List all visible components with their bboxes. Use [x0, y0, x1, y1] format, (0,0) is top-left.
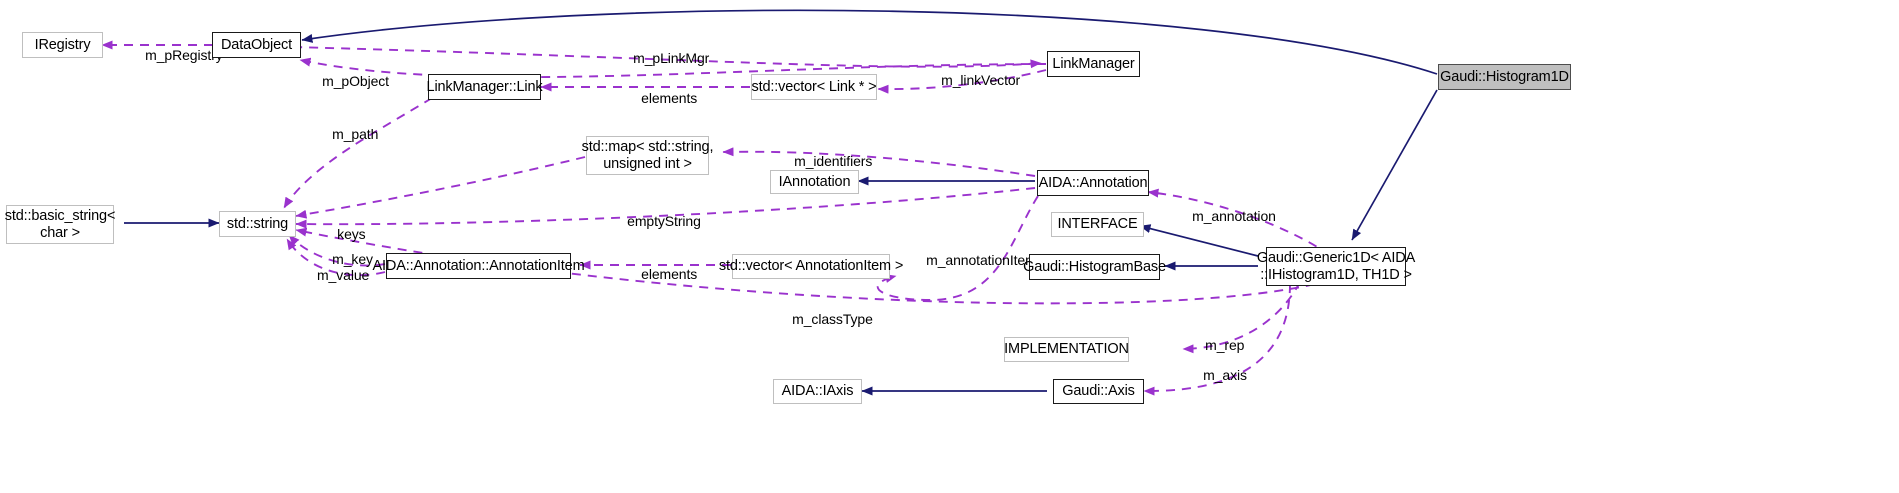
node-map-string-uint[interactable]: std::map< std::string, unsigned int > — [582, 136, 714, 175]
edge-label-text: m_identifiers — [794, 153, 873, 170]
node-label: std::vector< Link * > — [751, 78, 877, 95]
node-label: IMPLEMENTATION — [1004, 341, 1129, 358]
node-gaudi-generic1d[interactable]: Gaudi::Generic1D< AIDA ::IHistogram1D, T… — [1257, 247, 1415, 286]
edge-label-m-key-m-value: m_key m_value — [317, 235, 373, 299]
node-label: AIDA::IAxis — [781, 383, 854, 400]
node-label: Gaudi::Axis — [1062, 383, 1135, 400]
node-label: LinkManager — [1052, 55, 1135, 72]
edge-label-text: m_pObject — [322, 73, 389, 90]
node-std-basic-string[interactable]: std::basic_string< char > — [4, 205, 116, 244]
node-aida-iaxis[interactable]: AIDA::IAxis — [773, 379, 862, 404]
node-linkmanager[interactable]: LinkManager — [1047, 51, 1140, 77]
node-label: Gaudi::Generic1D< AIDA ::IHistogram1D, T… — [1256, 250, 1416, 283]
node-label: Gaudi::HistogramBase — [1023, 258, 1166, 275]
edge-label-text: m_pRegistry — [145, 47, 223, 64]
node-interface[interactable]: INTERFACE — [1051, 212, 1144, 237]
node-label: IAnnotation — [778, 173, 851, 190]
edge-label-text: m_annotation — [1192, 208, 1276, 225]
node-implementation[interactable]: IMPLEMENTATION — [1004, 337, 1129, 362]
edge-label-m-linkvector: m_linkVector — [926, 56, 1020, 104]
edge-label-elements-annotationitem: elements — [626, 250, 697, 298]
node-iregistry[interactable]: IRegistry — [22, 32, 103, 58]
edge-label-text: emptyString — [627, 213, 701, 230]
edge-label-text: m_classType — [792, 311, 873, 328]
edge-label-elements-link: elements — [626, 74, 697, 122]
node-vector-link-ptr[interactable]: std::vector< Link * > — [751, 74, 877, 100]
edge-label-m-classtype: m_classType — [777, 295, 873, 343]
node-linkmanager-link[interactable]: LinkManager::Link — [426, 74, 543, 100]
edge-label-text: m_key m_value — [317, 251, 373, 284]
node-vector-annotationitem[interactable]: std::vector< AnnotationItem > — [719, 254, 903, 279]
edge-label-text: m_pLinkMgr — [633, 50, 710, 67]
node-label: AIDA::Annotation::AnnotationItem — [372, 257, 585, 274]
edge-label-m-annotation: m_annotation — [1177, 192, 1276, 240]
edge-label-m-axis: m_axis — [1188, 351, 1247, 399]
node-iannotation[interactable]: IAnnotation — [770, 170, 859, 194]
node-label: Gaudi::Histogram1D — [1440, 68, 1569, 85]
edge-label-text: m_linkVector — [941, 72, 1021, 89]
node-gaudi-histogrambase[interactable]: Gaudi::HistogramBase — [1023, 254, 1166, 280]
node-label: DataObject — [220, 36, 293, 53]
edge-label-emptystring: emptyString — [612, 197, 701, 245]
node-dataobject[interactable]: DataObject — [212, 32, 301, 58]
edge-label-text: m_path — [332, 126, 379, 143]
edge-label-m-pregistry: m_pRegistry — [130, 31, 223, 79]
node-label: IRegistry — [34, 36, 91, 53]
node-label: std::string — [226, 215, 289, 232]
node-label: LinkManager::Link — [426, 78, 543, 95]
edge-label-m-pobject: m_pObject — [307, 57, 389, 105]
node-label: std::basic_string< char > — [4, 208, 116, 241]
node-label: std::vector< AnnotationItem > — [718, 258, 904, 275]
edge-label-text: m_axis — [1203, 367, 1247, 384]
node-label: AIDA::Annotation — [1038, 174, 1148, 191]
node-gaudi-axis[interactable]: Gaudi::Axis — [1053, 379, 1144, 404]
edge-label-text: elements — [641, 90, 698, 107]
node-label: std::map< std::string, unsigned int > — [581, 139, 714, 172]
node-std-string[interactable]: std::string — [219, 211, 296, 237]
node-label: INTERFACE — [1057, 216, 1138, 233]
edge-label-m-path: m_path — [317, 110, 378, 158]
node-aida-annotation[interactable]: AIDA::Annotation — [1037, 170, 1149, 196]
node-gaudi-histogram1d[interactable]: Gaudi::Histogram1D — [1438, 64, 1571, 90]
node-annotation-item[interactable]: AIDA::Annotation::AnnotationItem — [372, 253, 585, 279]
edge-label-text: elements — [641, 266, 698, 283]
